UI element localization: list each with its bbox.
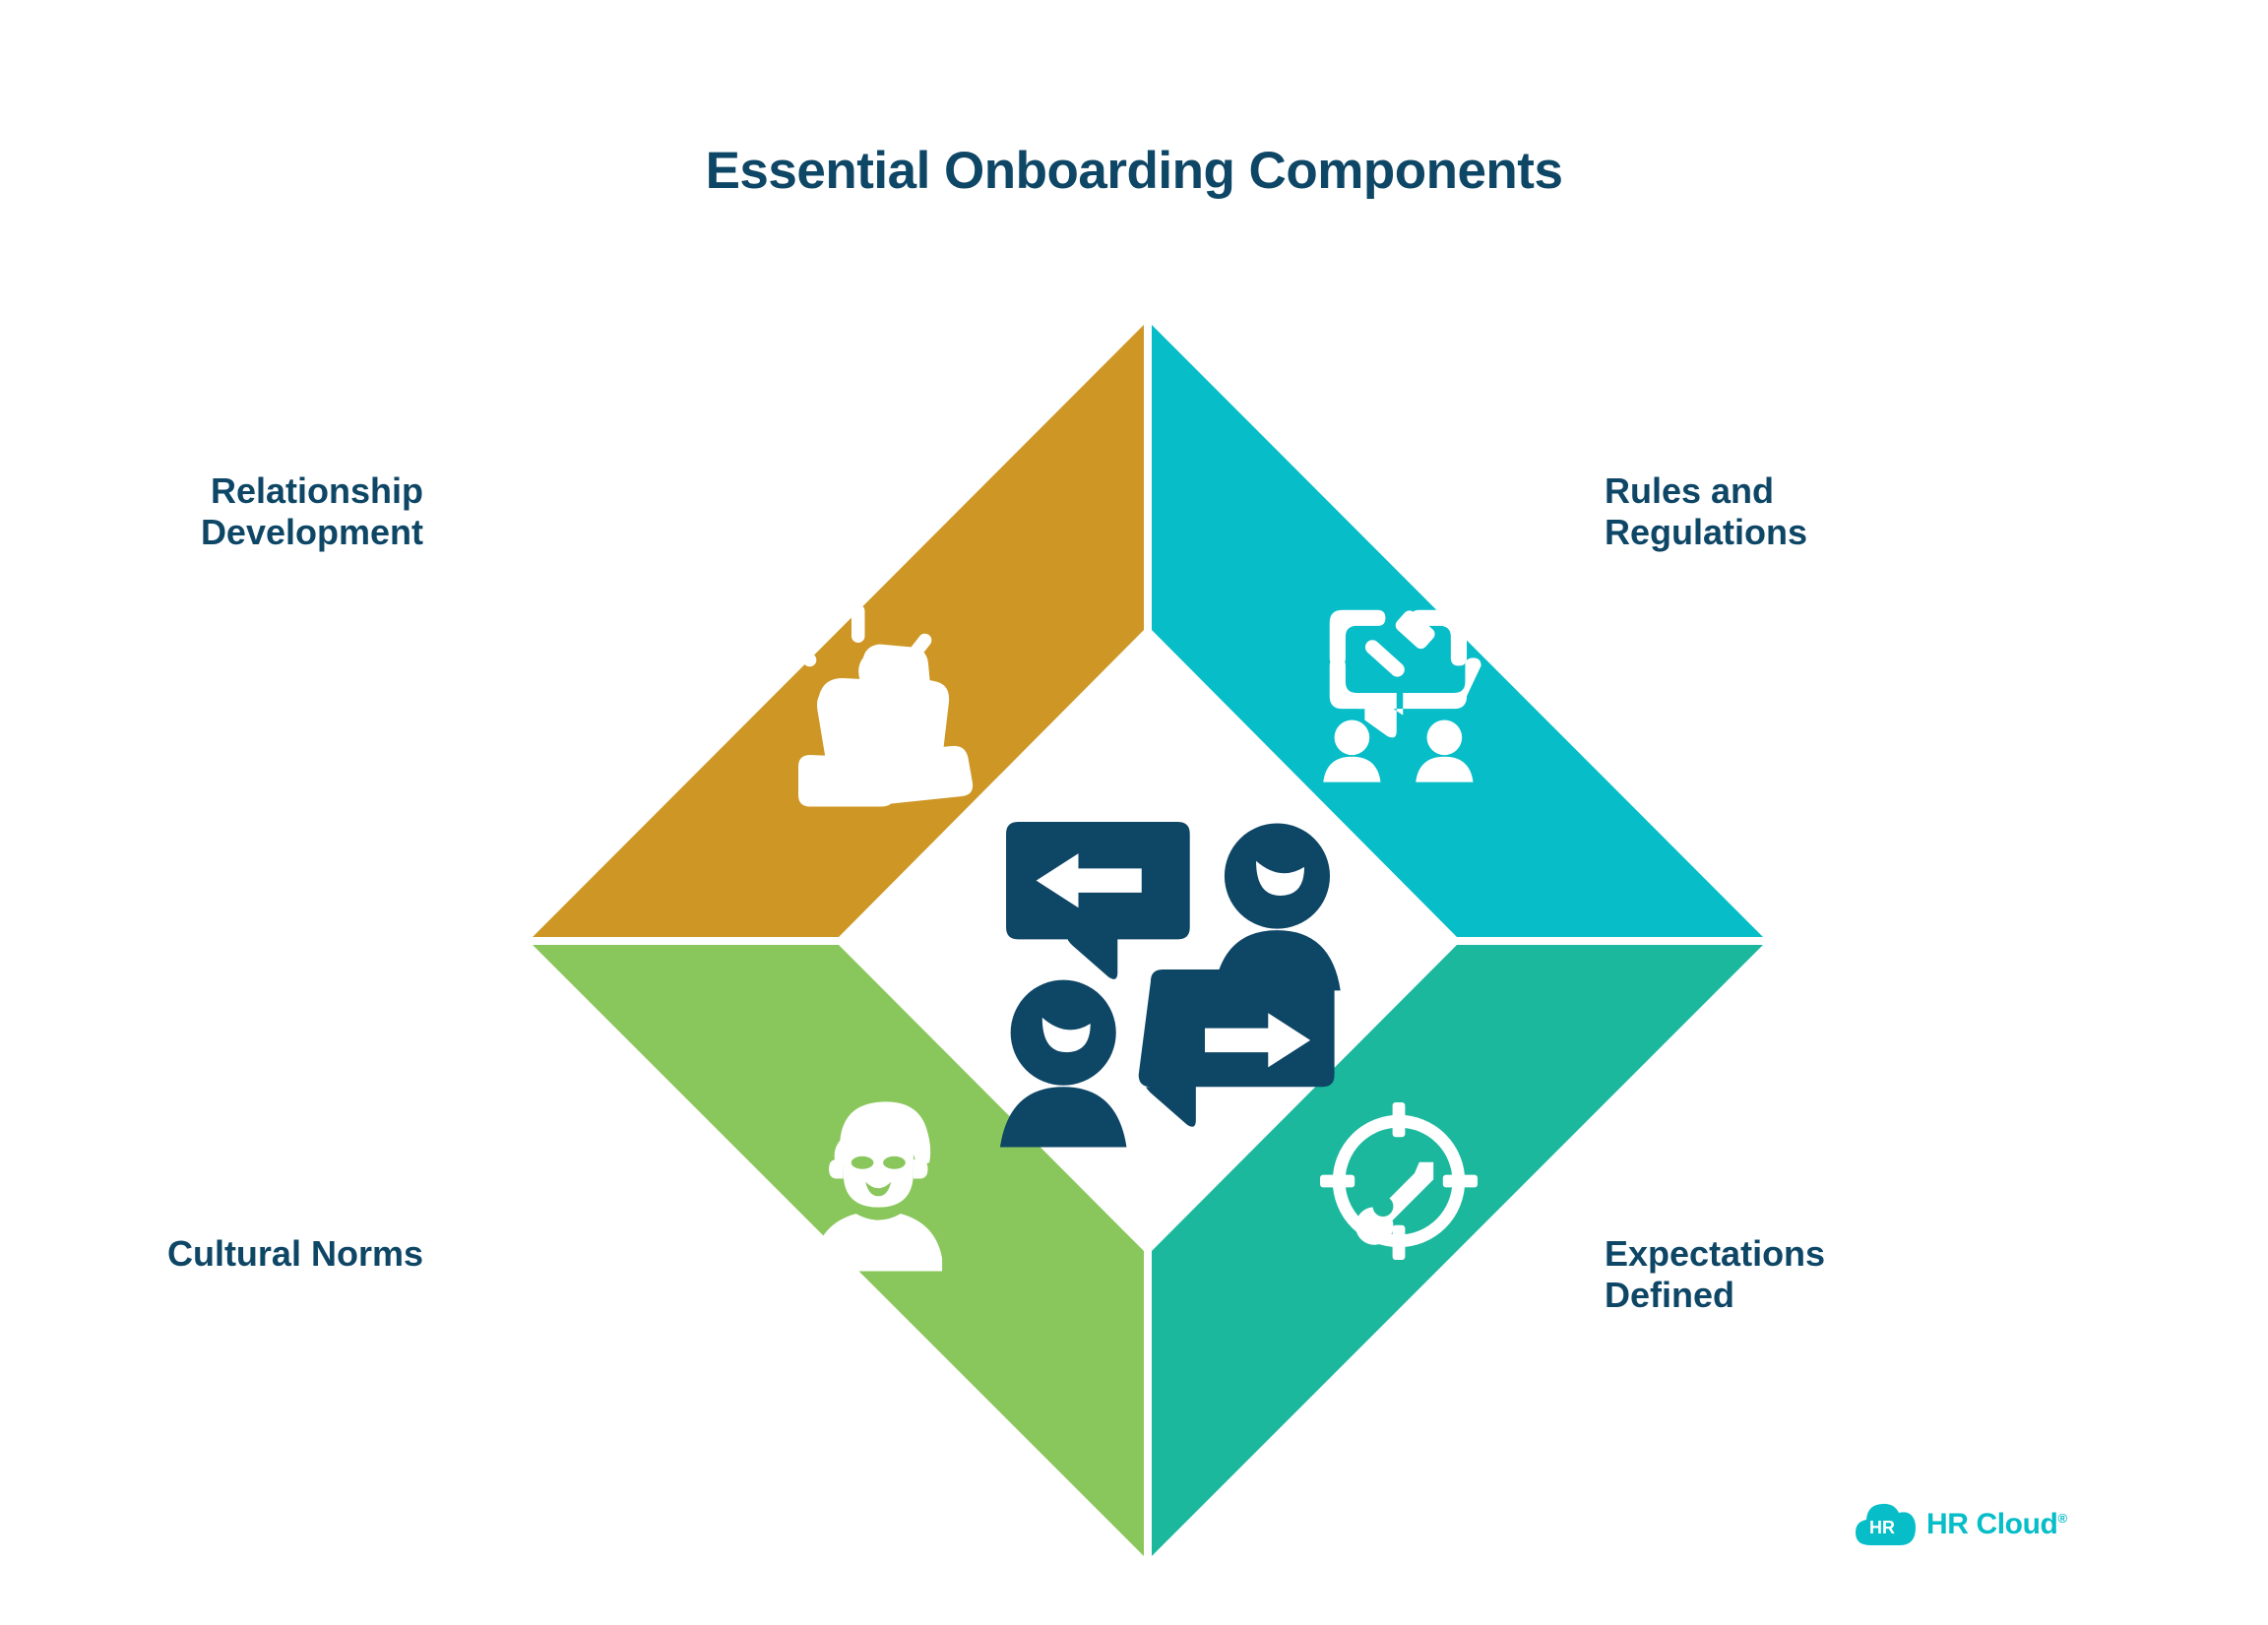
- cloud-icon-label: HR: [1869, 1518, 1895, 1537]
- label-cultural-norms: Cultural Norms: [166, 1233, 423, 1274]
- gavel-discussion-icon: [1323, 609, 1481, 782]
- quadrant-rules-and-regulations[interactable]: [1152, 325, 1763, 937]
- fist-bump-icon: [788, 604, 974, 807]
- quadrant-shape-gold[interactable]: [533, 325, 1144, 937]
- logo-wordmark: HR Cloud®: [1926, 1508, 2067, 1541]
- label-rules-and-regulations: Rules and Regulations: [1605, 470, 1808, 553]
- person-face-icon: [814, 1101, 943, 1272]
- quadrant-shape-teal-green[interactable]: [1152, 945, 1763, 1556]
- onboarding-diamond-diagram: [533, 325, 1763, 1565]
- logo-wordmark-text: HR Cloud: [1926, 1508, 2058, 1540]
- label-relationship-development: Relationship Development: [200, 470, 423, 553]
- cloud-icon: HR: [1855, 1503, 1916, 1546]
- label-expectations-defined: Expectations Defined: [1605, 1233, 1826, 1316]
- registered-trademark-mark: ®: [2057, 1511, 2067, 1526]
- two-way-conversation-icon: [999, 822, 1341, 1148]
- hr-cloud-logo: HR HR Cloud®: [1855, 1503, 2067, 1546]
- quadrant-relationship-development[interactable]: [533, 325, 1144, 937]
- page-title: Essential Onboarding Components: [705, 142, 1563, 200]
- target-crosshair-icon: [1320, 1102, 1478, 1260]
- quadrant-cultural-norms[interactable]: [533, 945, 1144, 1556]
- quadrant-expectations-defined[interactable]: [1152, 945, 1763, 1556]
